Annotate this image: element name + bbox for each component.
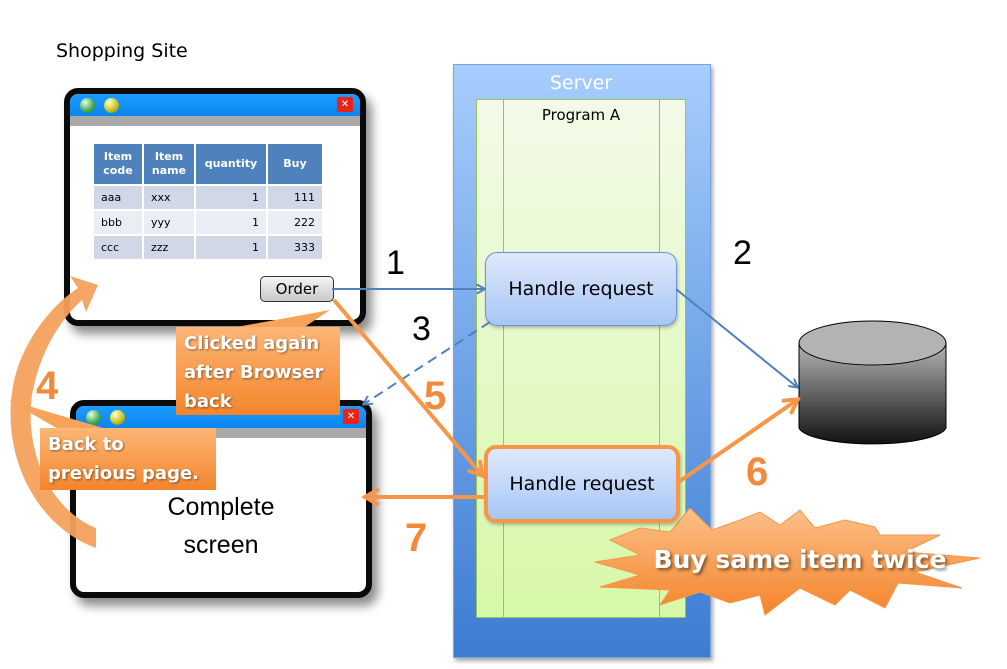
callout-line: Back to (48, 434, 124, 455)
items-table: Item code Item name quantity Buy aaa xxx… (92, 142, 324, 261)
cell-item-name: yyy (144, 211, 194, 234)
handle-request-box-1: Handle request (485, 252, 677, 326)
cell-item-name: zzz (144, 236, 194, 259)
complete-screen-text: Complete screen (76, 488, 366, 564)
col-header-quantity: quantity (196, 144, 266, 184)
arrow-step-6 (675, 400, 797, 485)
col-header-buy: Buy (268, 144, 322, 184)
window-toolbar (70, 116, 360, 126)
cell-quantity: 1 (196, 186, 266, 209)
cell-item-name: xxx (144, 186, 194, 209)
green-dot-icon (86, 410, 101, 425)
close-icon[interactable]: ✕ (343, 409, 359, 424)
window-titlebar: ✕ (70, 94, 360, 116)
cell-quantity: 1 (196, 211, 266, 234)
col-header-item-name: Item name (144, 144, 194, 184)
site-title: Shopping Site (56, 40, 188, 62)
callout-line: back (184, 391, 232, 412)
cell-quantity: 1 (196, 236, 266, 259)
callout-pointer-clicked (220, 310, 330, 330)
complete-browser-window: ✕ Complete screen (70, 400, 372, 598)
arrow-step-2 (675, 288, 797, 387)
step-5-label: 5 (424, 374, 447, 418)
callout-line: Clicked again (184, 333, 320, 354)
callout-line: after Browser (184, 362, 324, 383)
database-icon (798, 320, 947, 445)
cell-item-code: bbb (94, 211, 142, 234)
step-2-label: 2 (733, 234, 752, 272)
arrow-step-5 (332, 298, 482, 475)
yellow-dot-icon (110, 410, 125, 425)
order-button[interactable]: Order (260, 276, 334, 302)
cell-buy: 333 (268, 236, 322, 259)
table-row: bbb yyy 1 222 (94, 211, 322, 234)
callout-back-to-previous: Back to previous page. (40, 428, 216, 490)
burst-label: Buy same item twice (653, 545, 947, 574)
close-icon[interactable]: ✕ (337, 97, 353, 112)
lane-divider (659, 99, 660, 618)
callout-clicked-again: Clicked again after Browser back (176, 327, 340, 415)
complete-line-1: Complete (167, 493, 275, 521)
lane-divider (503, 99, 504, 618)
yellow-dot-icon (104, 98, 119, 113)
callout-line: previous page. (48, 463, 199, 484)
arrow-step-4 (10, 276, 98, 548)
cell-buy: 111 (268, 186, 322, 209)
program-a-label: Program A (541, 106, 621, 124)
step-1-label: 1 (386, 244, 405, 282)
cell-buy: 222 (268, 211, 322, 234)
step-7-label: 7 (405, 516, 428, 560)
cell-item-code: aaa (94, 186, 142, 209)
order-browser-window: ✕ Item code Item name quantity Buy aaa x… (64, 88, 366, 326)
table-row: ccc zzz 1 333 (94, 236, 322, 259)
server-label: Server (549, 72, 613, 94)
step-6-label: 6 (746, 450, 769, 494)
col-header-item-code: Item code (94, 144, 142, 184)
step-3-label: 3 (412, 310, 431, 348)
arrow-step-3 (364, 321, 491, 404)
burst-shape (594, 507, 981, 616)
step-4-label: 4 (36, 364, 59, 408)
table-row: aaa xxx 1 111 (94, 186, 322, 209)
green-dot-icon (80, 98, 95, 113)
callout-pointer-back (8, 400, 110, 430)
cell-item-code: ccc (94, 236, 142, 259)
complete-line-2: screen (183, 531, 259, 559)
window-toolbar (76, 428, 366, 438)
